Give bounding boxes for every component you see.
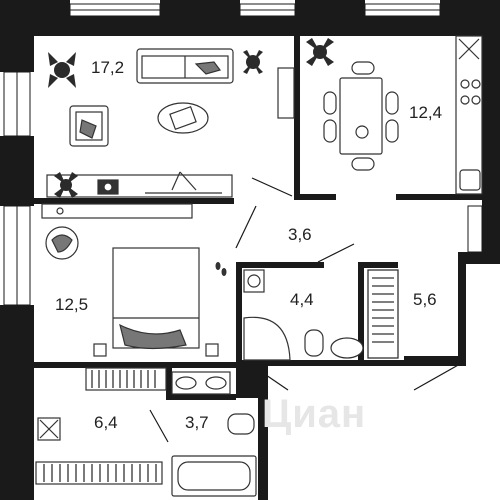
window-frames <box>3 3 483 306</box>
area-label-bedroom: 12,5 <box>55 295 89 314</box>
plants <box>48 38 334 198</box>
area-label-kitchen: 12,4 <box>409 103 443 122</box>
bathroom-fixtures <box>171 269 364 497</box>
living-room-furniture <box>46 48 295 198</box>
interior-walls <box>34 36 482 400</box>
area-label-bath: 3,7 <box>185 413 209 432</box>
door-swings <box>149 177 461 443</box>
area-label-living: 17,2 <box>91 58 125 77</box>
wardrobe-rails <box>43 269 399 482</box>
area-label-hall: 3,6 <box>288 225 312 244</box>
area-label-bath-small: 4,4 <box>290 290 314 309</box>
area-label-dressing: 6,4 <box>94 413 118 432</box>
kitchen-furniture <box>323 35 483 195</box>
watermark-text: Циан <box>262 392 367 436</box>
bedroom-furniture <box>35 203 219 485</box>
footprints-icon <box>215 262 227 276</box>
area-label-wardrobe: 5,6 <box>413 290 437 309</box>
